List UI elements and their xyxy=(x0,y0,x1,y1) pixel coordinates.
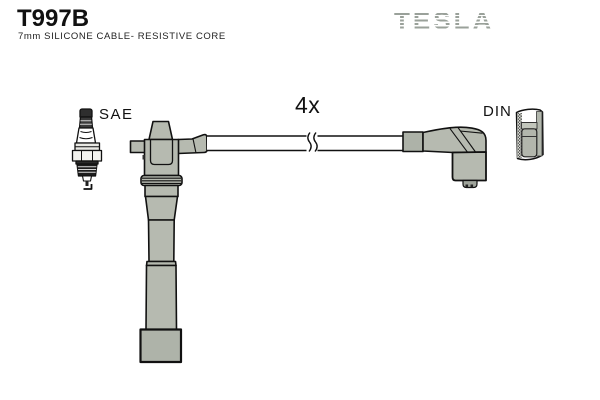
distributor-boot-icon xyxy=(129,120,208,364)
cable-break-mark xyxy=(307,132,312,152)
din-terminal-section-icon xyxy=(515,108,544,161)
din-terminal-label: DIN xyxy=(483,103,512,120)
part-number-title: T997B xyxy=(17,5,90,32)
ignition-cable-icon xyxy=(207,132,404,152)
spark-plug-icon xyxy=(71,108,103,190)
cable-spec-subtitle: 7mm SILICONE CABLE- RESISTIVE CORE xyxy=(18,31,226,42)
sae-terminal-label: SAE xyxy=(99,106,134,123)
elbow-boot-icon xyxy=(402,126,487,189)
cable-quantity-label: 4x xyxy=(295,92,321,118)
